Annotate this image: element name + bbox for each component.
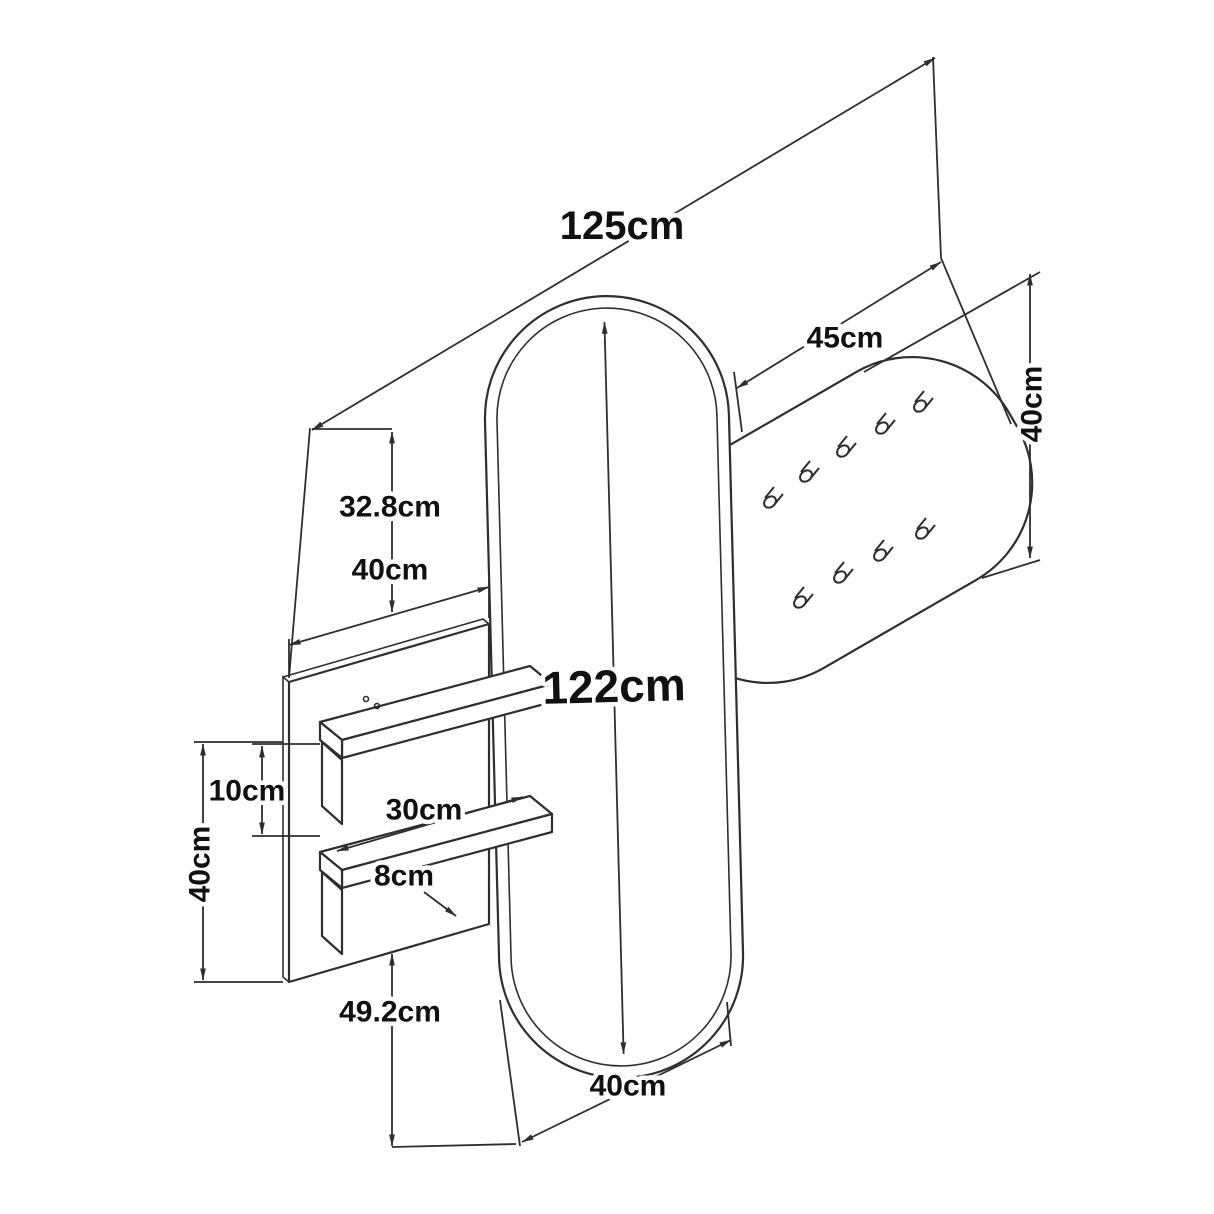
screw-mark-icon: [373, 702, 381, 710]
dim-shelf-panel-width: 40cm: [288, 549, 490, 676]
screw-mark-icon: [362, 695, 370, 703]
dim-label-shelf-panel-height: 40cm: [184, 826, 217, 903]
dim-label-bottom-offset: 49.2cm: [339, 996, 441, 1029]
dim-label-mirror-height: 122cm: [542, 658, 687, 714]
dim-shelf-length: 30cm: [336, 789, 524, 852]
dim-hook-panel-height: 40cm: [863, 271, 1053, 579]
dim-label-total-width: 125cm: [560, 204, 685, 248]
dim-top-offset: 32.8cm: [335, 431, 445, 613]
dim-label-shelf-thickness: 8cm: [374, 860, 434, 893]
dim-label-top-offset: 32.8cm: [339, 491, 441, 524]
dim-total-width: 125cm: [288, 56, 1012, 679]
dim-mirror-width: 40cm: [499, 999, 732, 1147]
dim-shelf-panel-height: 40cm: [179, 741, 283, 983]
dim-label-shelf-panel-width: 40cm: [352, 554, 429, 587]
dim-hook-panel-width: 45cm: [733, 261, 942, 433]
dim-label-mirror-width: 40cm: [590, 1070, 667, 1103]
dim-label-shelf-gap: 10cm: [209, 775, 286, 808]
dim-label-shelf-length: 30cm: [386, 794, 463, 827]
dim-mirror-height: 122cm: [537, 321, 691, 1055]
dimensions: 125cm 32.8cm 40cm 45cm 40cm 122cm: [179, 56, 1053, 1148]
dim-shelf-gap: 10cm: [204, 743, 320, 837]
dim-bottom-offset: 49.2cm: [335, 953, 517, 1148]
dim-label-hook-panel-height: 40cm: [1016, 366, 1049, 443]
dim-shelf-thickness: 8cm: [369, 855, 457, 917]
dim-label-hook-panel-width: 45cm: [807, 322, 884, 355]
